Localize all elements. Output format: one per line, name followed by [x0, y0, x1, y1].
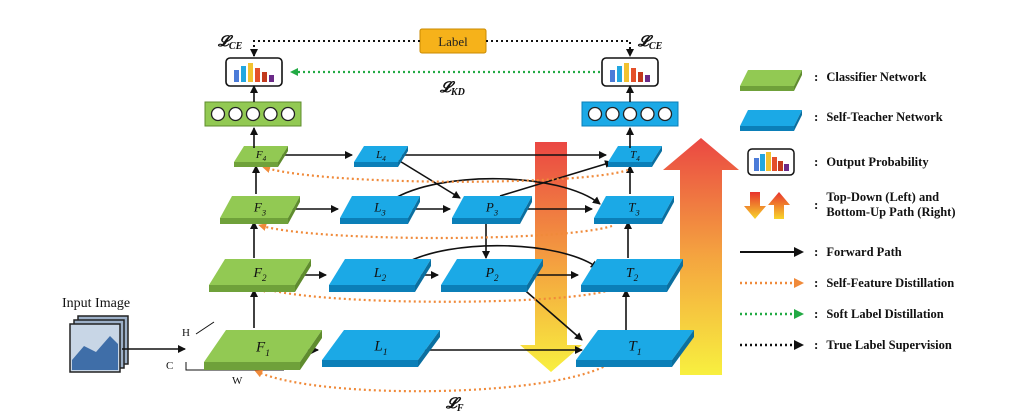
teacher-node-t2: T2: [581, 259, 683, 292]
output-neuron-icon: [263, 106, 278, 122]
loss-kd: 𝓛KD: [439, 80, 465, 98]
p-node-p2-label: P2: [484, 266, 499, 283]
distill-t2-f2: [258, 285, 611, 303]
lateral-node-l3-label: L3: [373, 200, 385, 218]
classifier-node-f2-label: F2: [252, 266, 267, 283]
l2-t2-curve: [403, 244, 599, 269]
probability-icon: [736, 145, 806, 179]
p-node-p3-label: P3: [485, 200, 498, 218]
dim-c-label: C: [166, 360, 173, 372]
legend-label: Output Probability: [826, 154, 929, 169]
loss-ce-left: 𝓛CE: [217, 34, 243, 52]
legend-item-probability: : Output Probability: [736, 145, 1021, 179]
forward-paths: [250, 151, 634, 354]
output-neuron-icon: [605, 106, 620, 122]
legend-item-forward: : Forward Path: [736, 235, 1021, 269]
legend-item-paths: : Top-Down (Left) and Bottom-Up Path (Ri…: [736, 188, 1021, 222]
legend-item-soft-label: : Soft Label Distillation: [736, 297, 1021, 331]
lateral-node-l2: L2: [329, 259, 431, 292]
output-neuron-icon: [245, 106, 261, 122]
teacher-node-t1-label: T1: [628, 338, 641, 358]
p-node-p2: P2: [441, 259, 543, 292]
classifier-node-f3-label: F3: [253, 200, 266, 218]
loss-f: 𝓛F: [445, 396, 464, 414]
classifier-node-f2: F2: [209, 259, 311, 292]
output-neuron-icon: [210, 106, 226, 122]
output-neuron-icon: [228, 106, 243, 122]
blue-block-icon: [736, 100, 806, 134]
dim-w-label: W: [232, 375, 243, 387]
p-node-p3: P3: [452, 196, 532, 224]
classifier-node-f4: F4: [234, 146, 288, 167]
legend-item-teacher: : Self-Teacher Network: [736, 100, 1021, 134]
output-neuron-icon: [622, 106, 638, 122]
output-neuron-icon: [280, 106, 296, 122]
forward-arrow-icon: [736, 235, 806, 269]
distill-t4-f4: [262, 165, 629, 183]
true-label-path-left: [250, 40, 420, 57]
teacher-output-vector: [581, 101, 679, 127]
distill-t3-f3: [258, 223, 613, 240]
legend-label: True Label Supervision: [826, 337, 952, 352]
input-image-icon: [69, 315, 129, 373]
self-feature-distillation-paths: [254, 165, 629, 393]
classifier-node-f1-label: F1: [255, 339, 270, 359]
classifier-node-f3: F3: [220, 196, 300, 224]
green-block-icon: [736, 60, 806, 94]
true-label-path-right: [486, 40, 634, 57]
teacher-node-t4-label: T4: [630, 149, 640, 163]
legend-label: Classifier Network: [826, 69, 927, 84]
legend-item-true-label: : True Label Supervision: [736, 328, 1021, 362]
label-box-text: Label: [438, 34, 468, 49]
output-neuron-icon: [587, 106, 603, 122]
orange-dotted-arrow-icon: [736, 266, 806, 300]
distill-t1-f1: [254, 361, 613, 393]
output-neuron-icon: [640, 106, 655, 122]
lateral-node-l4-label: L4: [375, 149, 386, 163]
lateral-node-l1-label: L1: [373, 338, 387, 358]
lateral-node-l2-label: L2: [373, 266, 387, 283]
p3-t4-cross-arrow: [499, 160, 613, 197]
legend-item-self-feature: : Self-Feature Distillation: [736, 266, 1021, 300]
p2-t1-arrow: [519, 285, 583, 341]
teacher-node-t1: T1: [576, 330, 694, 367]
bottom-up-path-arrow: [663, 138, 739, 375]
teacher-node-t3: T3: [594, 196, 674, 224]
classifier-probability-icon: [225, 57, 283, 87]
l3-t3-curve: [391, 177, 601, 205]
teacher-node-t2-label: T2: [626, 266, 639, 283]
green-dotted-arrow-icon: [736, 297, 806, 331]
top-down-path-arrow: [520, 142, 582, 372]
black-dotted-arrow-icon: [736, 328, 806, 362]
legend-label: Self-Teacher Network: [826, 109, 943, 124]
top-down-bottom-up-arrows-icon: [736, 188, 806, 222]
input-image-label: Input Image: [62, 296, 130, 311]
legend-label: Self-Feature Distillation: [826, 275, 955, 290]
lateral-node-l1: L1: [322, 330, 440, 367]
classifier-node-f4-label: F4: [255, 149, 267, 163]
output-neuron-icon: [657, 106, 673, 122]
l4-p3-cross-arrow: [397, 159, 461, 199]
legend-label: Soft Label Distillation: [826, 306, 944, 321]
lateral-node-l3: L3: [340, 196, 420, 224]
legend-label: Top-Down (Left) and Bottom-Up Path (Righ…: [826, 190, 956, 219]
loss-ce-right: 𝓛CE: [637, 34, 663, 52]
classifier-output-vector: [204, 101, 302, 127]
legend-label: Forward Path: [826, 244, 902, 259]
lateral-node-l4: L4: [354, 146, 408, 167]
legend: : Classifier Network : Self-Teacher Netw…: [736, 60, 1021, 390]
teacher-node-t4: T4: [608, 146, 662, 167]
classifier-node-f1: F1: [204, 330, 322, 370]
teacher-node-t3-label: T3: [628, 200, 639, 218]
legend-item-classifier: : Classifier Network: [736, 60, 1021, 94]
teacher-probability-icon: [601, 57, 659, 87]
dim-h-label: H: [182, 327, 190, 339]
